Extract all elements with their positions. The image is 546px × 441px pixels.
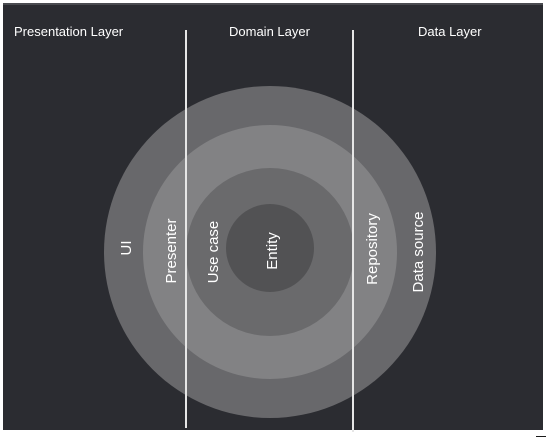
repository-label: Repository <box>364 213 381 285</box>
domain-layer-heading: Domain Layer <box>229 24 310 39</box>
use-case-label: Use case <box>205 221 222 284</box>
entity-label: Entity <box>264 232 281 270</box>
presentation-layer-heading: Presentation Layer <box>14 24 124 39</box>
top-border <box>3 3 543 5</box>
presenter-label: Presenter <box>163 218 180 283</box>
ui-label: UI <box>118 241 135 256</box>
core-circle <box>226 204 314 292</box>
data-source-label: Data source <box>410 212 427 293</box>
data-layer-heading: Data Layer <box>418 24 482 39</box>
corner-mark <box>536 436 546 437</box>
